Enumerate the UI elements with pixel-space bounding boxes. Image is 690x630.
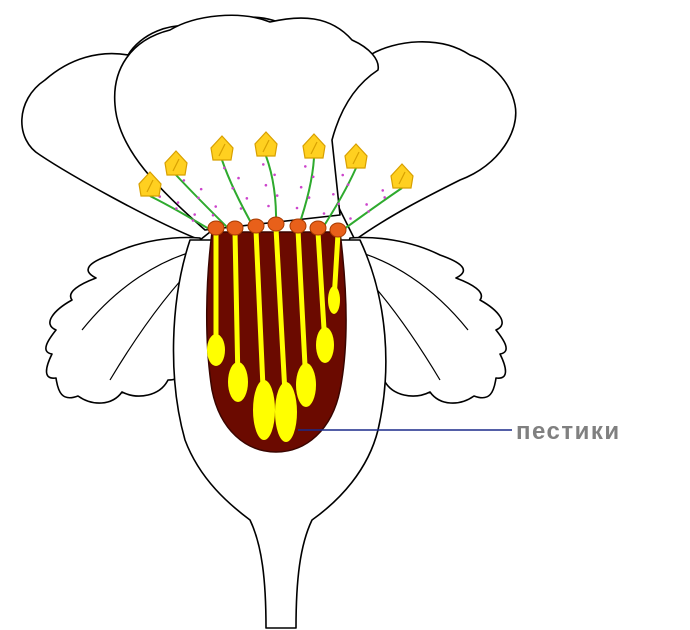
pollen-dot [200,188,203,191]
pollen-dot [237,177,240,180]
pollen-dot [192,219,195,222]
pistil-ovule [316,327,334,363]
pistil-stigma [268,217,284,231]
pollen-dot [212,214,215,217]
pollen-dot [383,196,386,199]
pollen-dot [246,197,249,200]
pollen-dot [240,207,243,210]
pollen-dot [177,201,180,204]
pistil-style [235,232,238,382]
pollen-dot [304,165,307,168]
pollen-dot [312,176,315,179]
pollen-dot [262,163,265,166]
pollen-dot [265,184,268,187]
pollen-dot [349,217,352,220]
pollen-dot [365,203,368,206]
pollen-dot [214,205,217,208]
pollen-dot [276,194,279,197]
pollen-dot [337,203,340,206]
pollen-dot [300,186,303,189]
pistil-ovule [296,363,316,407]
pollen-dot [273,174,276,177]
pollen-dot [332,193,335,196]
ovary [207,217,346,452]
pollen-dot [183,179,186,182]
pollen-dot [367,210,370,213]
pistil-stigma [330,223,346,237]
pollen-dot [341,174,344,177]
pistil-stigma [208,221,224,235]
pistil-stigma [290,219,306,233]
pollen-dot [347,183,350,186]
pistil-ovule [253,380,275,440]
pollen-dot [267,205,270,208]
pistil-ovule [207,334,225,366]
pollen-dot [381,189,384,192]
pollen-dot [197,197,200,200]
pollen-dot [223,167,226,170]
pollen-dot [296,207,299,210]
label-pistils: пестики [516,418,621,446]
pistil-stigma [310,221,326,235]
pistil-stigma [248,219,264,233]
pollen-dot [193,213,196,216]
pollen-dot [175,207,178,210]
pollen-dot [308,196,311,199]
pollen-dot [231,187,234,190]
pistil-ovule [228,362,248,402]
pistil-ovule [328,286,340,314]
pollen-dot [323,212,326,215]
pistil-stigma [227,221,243,235]
pistil-ovule [275,382,297,442]
